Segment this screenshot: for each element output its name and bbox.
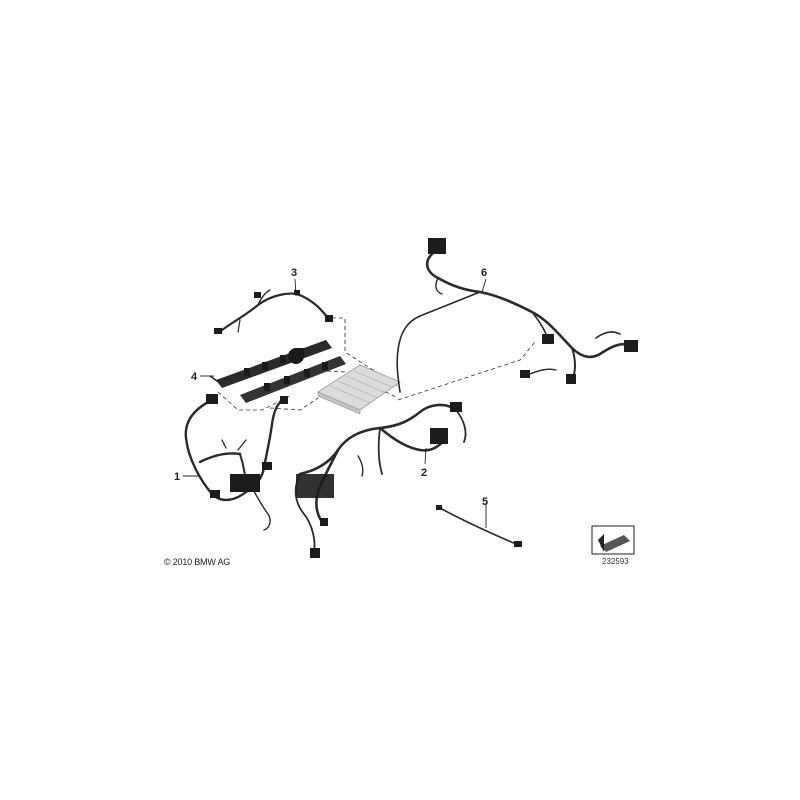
callout-4: 4 — [191, 371, 198, 383]
harness-part-2 — [294, 402, 467, 558]
callout-1: 1 — [174, 471, 180, 483]
harness-part-6 — [396, 238, 638, 393]
reference-number: 232593 — [602, 557, 629, 566]
callout-6: 6 — [481, 267, 487, 279]
harness-part-3 — [214, 289, 333, 334]
harness-part-4 — [209, 340, 346, 403]
harness-part-1 — [184, 394, 288, 531]
copyright-text: © 2010 BMW AG — [164, 557, 231, 567]
callout-5: 5 — [482, 496, 488, 508]
arrow-icon — [598, 534, 630, 552]
cable-part-5 — [436, 505, 522, 547]
callout-3: 3 — [291, 267, 297, 279]
control-unit — [317, 364, 401, 415]
reference-box — [591, 525, 635, 555]
callout-2: 2 — [421, 467, 427, 479]
leader-lines — [183, 278, 487, 528]
